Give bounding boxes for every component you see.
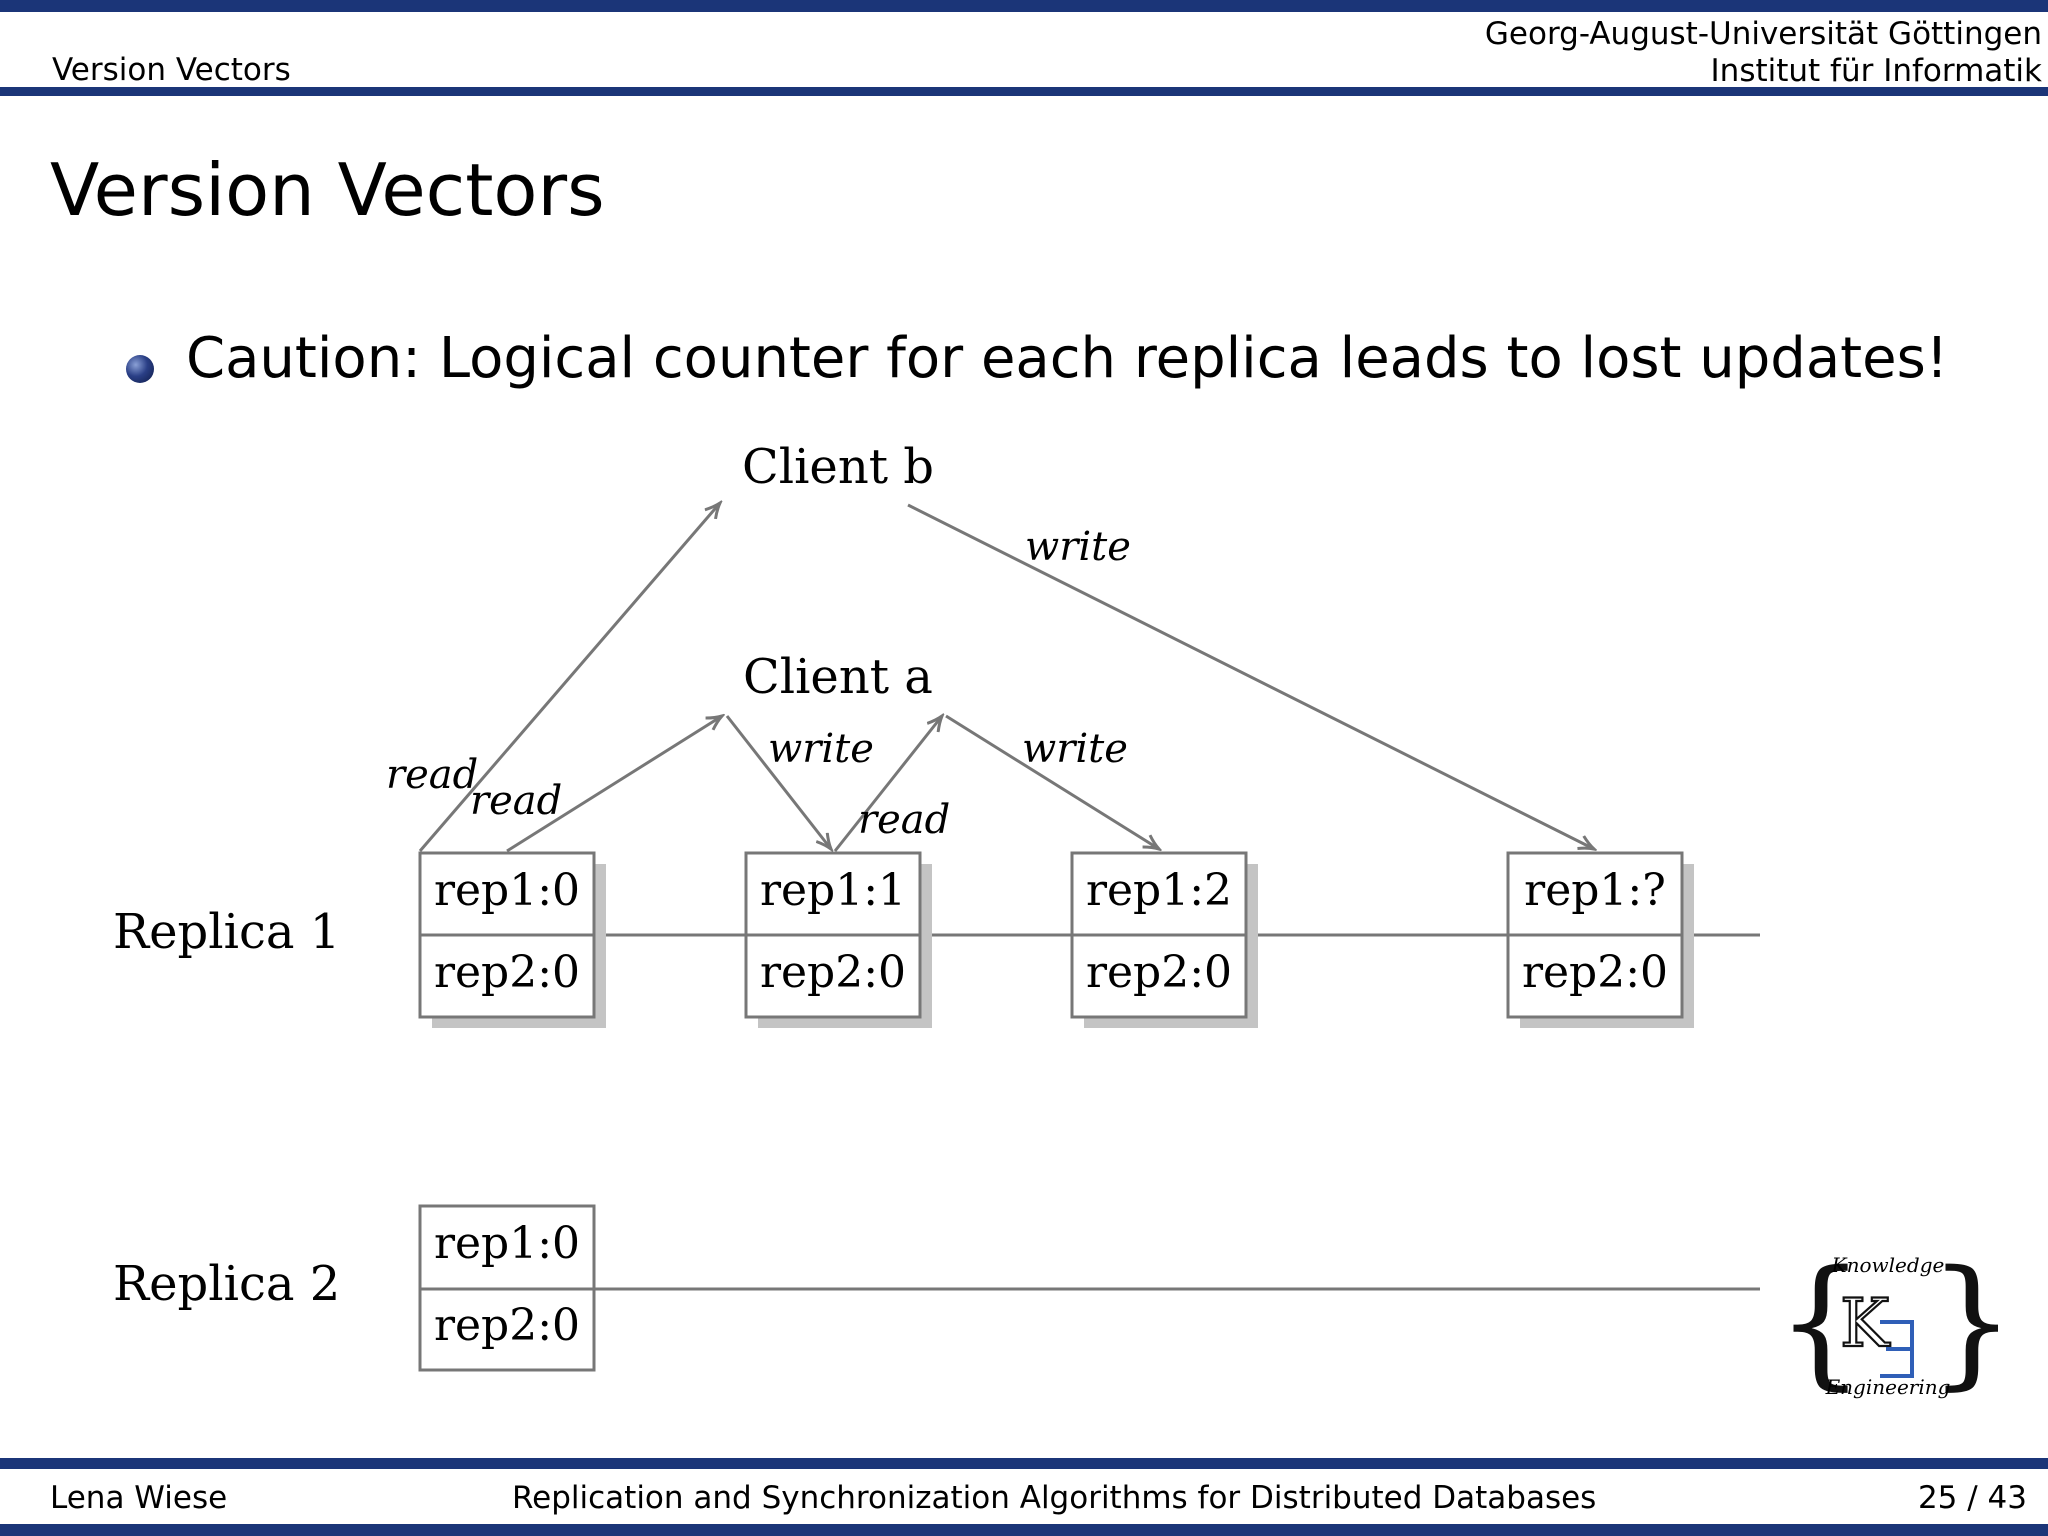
edge-label-read: read <box>386 752 478 798</box>
header-institute: Institut für Informatik <box>1710 53 2042 89</box>
header-affiliation: Georg-August-Universität Göttingen Insti… <box>1485 16 2042 90</box>
footer-author: Lena Wiese <box>50 1480 228 1516</box>
knowledge-engineering-logo: { } Knowledge K Engineering <box>1778 1248 1998 1404</box>
version-vector-box: rep1:2 rep2:0 <box>1070 851 1248 1019</box>
edge-label-write: write <box>768 726 874 772</box>
box-top-value: rep1:0 <box>434 865 580 916</box>
client-a-label: Client a <box>743 649 933 705</box>
read-arrow <box>418 503 720 852</box>
replica-1-label: Replica 1 <box>113 904 340 960</box>
edge-label-write: write <box>1025 524 1131 570</box>
version-vector-box: rep1:1 rep2:0 <box>744 851 922 1019</box>
edge-label-read: read <box>858 797 950 843</box>
version-vector-box: rep1:? rep2:0 <box>1506 851 1684 1019</box>
write-arrow <box>725 715 831 849</box>
box-top-value: rep1:2 <box>1086 865 1232 916</box>
header-university: Georg-August-Universität Göttingen <box>1484 16 2042 52</box>
replica-2-label: Replica 2 <box>113 1256 340 1312</box>
edge-label-read: read <box>470 778 562 824</box>
footer-talk-title: Replication and Synchronization Algorith… <box>512 1480 1597 1516</box>
read-arrow <box>833 716 942 852</box>
logo-left-brace: { <box>1778 1248 1865 1404</box>
logo-top-text: Knowledge <box>1831 1253 1945 1277</box>
header-section-title: Version Vectors <box>52 52 291 88</box>
logo-exists-icon <box>1880 1320 1914 1378</box>
write-arrow <box>945 714 1159 849</box>
box-bottom-value: rep2:0 <box>1522 947 1668 998</box>
box-top-value: rep1:1 <box>760 865 906 916</box>
version-vector-box: rep1:0 rep2:0 <box>418 1204 596 1372</box>
footer-page-number: 25 / 43 <box>1917 1480 2027 1516</box>
slide-title: Version Vectors <box>50 148 605 232</box>
bullet-text: Caution: Logical counter for each replic… <box>186 326 1949 391</box>
version-vector-box: rep1:0 rep2:0 <box>418 851 596 1019</box>
footer-top-bar <box>0 1458 2048 1469</box>
box-bottom-value: rep2:0 <box>434 1300 580 1351</box>
logo-right-brace: } <box>1928 1248 1998 1404</box>
box-top-value: rep1:? <box>1524 865 1666 916</box>
box-bottom-value: rep2:0 <box>434 947 580 998</box>
header-bottom-bar <box>0 87 2048 96</box>
client-b-label: Client b <box>742 439 934 495</box>
header-top-bar <box>0 0 2048 12</box>
box-bottom-value: rep2:0 <box>760 947 906 998</box>
footer-bottom-bar <box>0 1524 2048 1536</box>
write-arrow <box>907 503 1594 849</box>
logo-bottom-text: Engineering <box>1825 1375 1951 1399</box>
read-arrow <box>506 716 722 853</box>
box-top-value: rep1:0 <box>434 1218 580 1269</box>
edge-label-write: write <box>1022 726 1128 772</box>
box-bottom-value: rep2:0 <box>1086 947 1232 998</box>
bullet-icon <box>126 355 154 383</box>
